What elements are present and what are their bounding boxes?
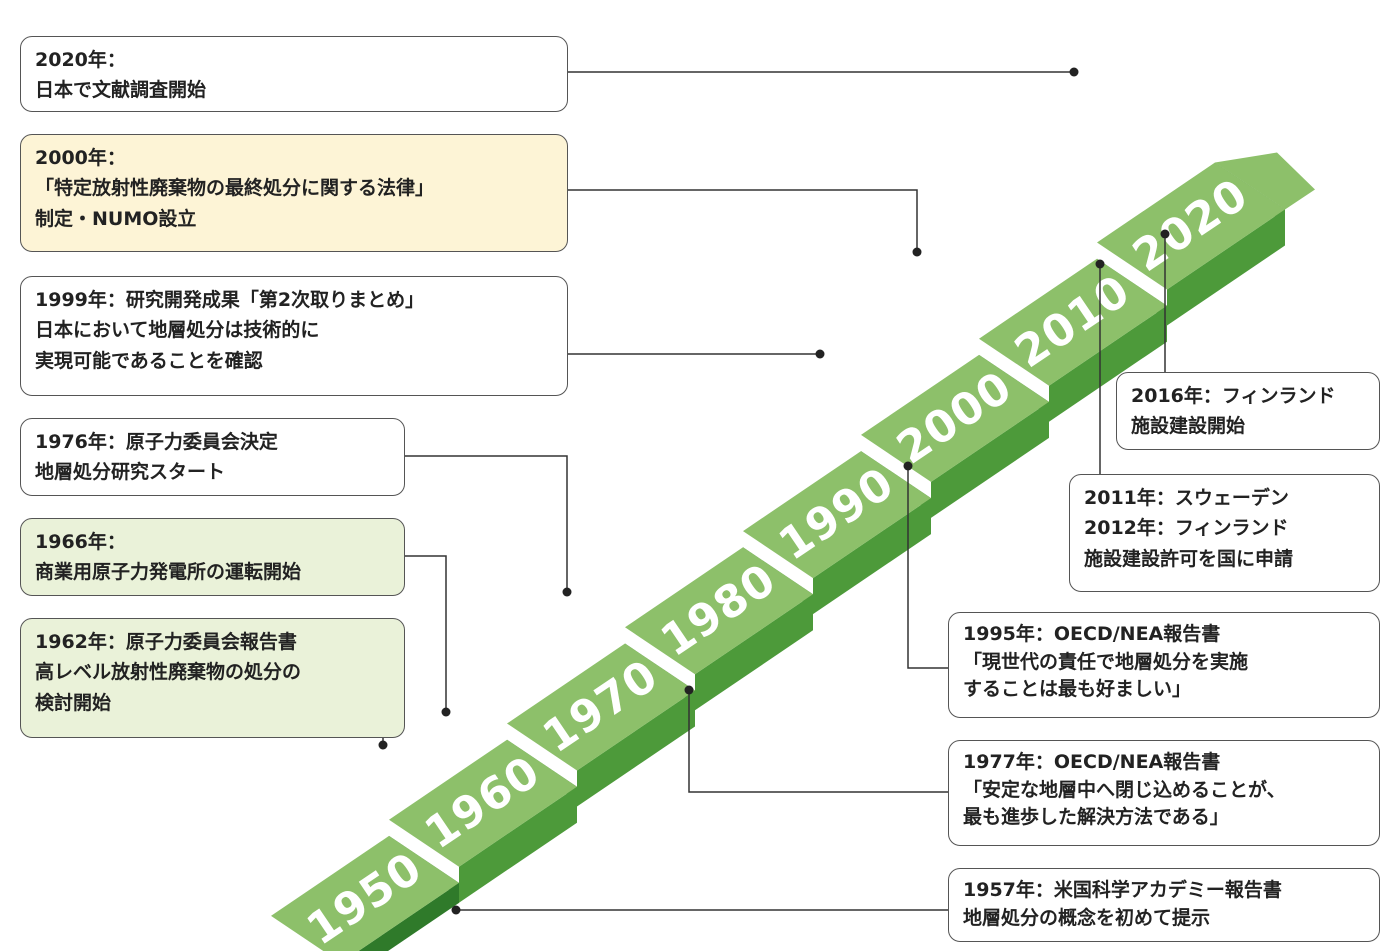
connector-dot xyxy=(815,349,825,359)
event-line: 1966年： xyxy=(35,531,126,553)
connector-dot xyxy=(441,707,451,717)
event-line: 日本において地層処分は技術的に xyxy=(35,319,320,342)
event-line: 最も進歩した解決方法である」 xyxy=(963,806,1229,829)
event-line: 2012年：フィンランド xyxy=(1084,517,1289,540)
connector-line xyxy=(907,466,948,669)
event-line: 2000年： xyxy=(35,147,126,169)
step-top xyxy=(507,643,695,771)
connector-dot xyxy=(451,905,461,915)
connector-dot xyxy=(903,461,913,471)
step-riser xyxy=(813,498,931,615)
event-line: 2016年：フィンランド xyxy=(1131,385,1336,407)
step-riser xyxy=(358,882,459,951)
event-line: 日本で文献調査開始 xyxy=(35,79,207,102)
event-line: 2020年： xyxy=(35,49,126,71)
event-line: 実現可能であることを確認 xyxy=(35,349,263,372)
connector-dot xyxy=(378,740,388,750)
event-line: 地層処分研究スタート xyxy=(35,461,226,484)
event-1966-commercial-operation: 1966年： 商業用原子力発電所の運転開始 xyxy=(20,518,405,596)
event-1995-oecd-nea-report: 1995年：OECD/NEA報告書 「現世代の責任で地層処分を実施 することは最… xyxy=(948,612,1380,718)
event-line: 1962年：原子力委員会報告書 xyxy=(35,631,297,653)
event-line: 2011年：スウェーデン xyxy=(1084,487,1289,509)
event-line: 施設建設開始 xyxy=(1131,415,1246,438)
event-line: 「現世代の責任で地層処分を実施 xyxy=(963,650,1249,673)
step-riser xyxy=(695,594,813,711)
event-line: 施設建設許可を国に申請 xyxy=(1084,547,1294,570)
event-line: 地層処分の概念を初めて提示 xyxy=(963,906,1211,929)
step-top xyxy=(389,739,577,867)
connector-dot xyxy=(1160,229,1170,239)
connector-dot xyxy=(562,587,572,597)
event-line: 1977年：OECD/NEA報告書 xyxy=(963,751,1221,773)
event-line: 制定・NUMO設立 xyxy=(35,207,197,230)
step-riser xyxy=(459,786,577,903)
connector-dot xyxy=(1095,259,1105,269)
connector-line xyxy=(405,555,447,712)
arrow-head xyxy=(1215,152,1315,210)
connector-dot xyxy=(1069,67,1079,77)
connector-line xyxy=(405,455,568,592)
event-2016-finland-construction: 2016年：フィンランド 施設建設開始 xyxy=(1116,372,1380,450)
step-riser xyxy=(931,401,1049,518)
event-line: 1995年：OECD/NEA報告書 xyxy=(963,623,1221,645)
step-top xyxy=(743,451,931,579)
event-line: 1976年：原子力委員会決定 xyxy=(35,431,278,453)
connector-dot xyxy=(912,247,922,257)
event-line: することは最も好ましい」 xyxy=(963,678,1192,701)
event-line: 「安定な地層中へ閉じ込めることが、 xyxy=(963,778,1286,801)
event-1999-second-progress-report: 1999年：研究開発成果「第2次取りまとめ」 日本において地層処分は技術的に 実… xyxy=(20,276,568,396)
event-1976-research-start: 1976年：原子力委員会決定 地層処分研究スタート xyxy=(20,418,405,496)
event-line: 「特定放射性廃棄物の最終処分に関する法律」 xyxy=(35,177,435,200)
step-riser xyxy=(577,690,695,807)
connector-line xyxy=(688,690,948,793)
event-line: 検討開始 xyxy=(35,691,112,714)
event-2000-final-disposal-act: 2000年： 「特定放射性廃棄物の最終処分に関する法律」 制定・NUMO設立 xyxy=(20,134,568,252)
step-riser xyxy=(1049,305,1167,422)
connector-line xyxy=(568,189,918,252)
step-top xyxy=(979,258,1167,386)
step-riser xyxy=(1167,209,1285,326)
step-top xyxy=(1097,162,1285,290)
event-1977-oecd-nea-report: 1977年：OECD/NEA報告書 「安定な地層中へ閉じ込めることが、 最も進歩… xyxy=(948,740,1380,846)
event-line: 商業用原子力発電所の運転開始 xyxy=(35,561,302,584)
event-2011-2012-license-applications: 2011年：スウェーデン 2012年：フィンランド 施設建設許可を国に申請 xyxy=(1069,474,1380,592)
event-2020-japan-literature-survey: 2020年： 日本で文献調査開始 xyxy=(20,36,568,112)
step-top xyxy=(861,354,1049,482)
step-top xyxy=(271,835,459,951)
event-line: 高レベル放射性廃棄物の処分の xyxy=(35,661,302,684)
step-top xyxy=(625,547,813,675)
connector-dot xyxy=(684,685,694,695)
event-1962-disposal-study: 1962年：原子力委員会報告書 高レベル放射性廃棄物の処分の 検討開始 xyxy=(20,618,405,738)
event-line: 1999年：研究開発成果「第2次取りまとめ」 xyxy=(35,289,425,311)
event-1957-nas-report: 1957年：米国科学アカデミー報告書 地層処分の概念を初めて提示 xyxy=(948,868,1380,942)
event-line: 1957年：米国科学アカデミー報告書 xyxy=(963,879,1282,901)
